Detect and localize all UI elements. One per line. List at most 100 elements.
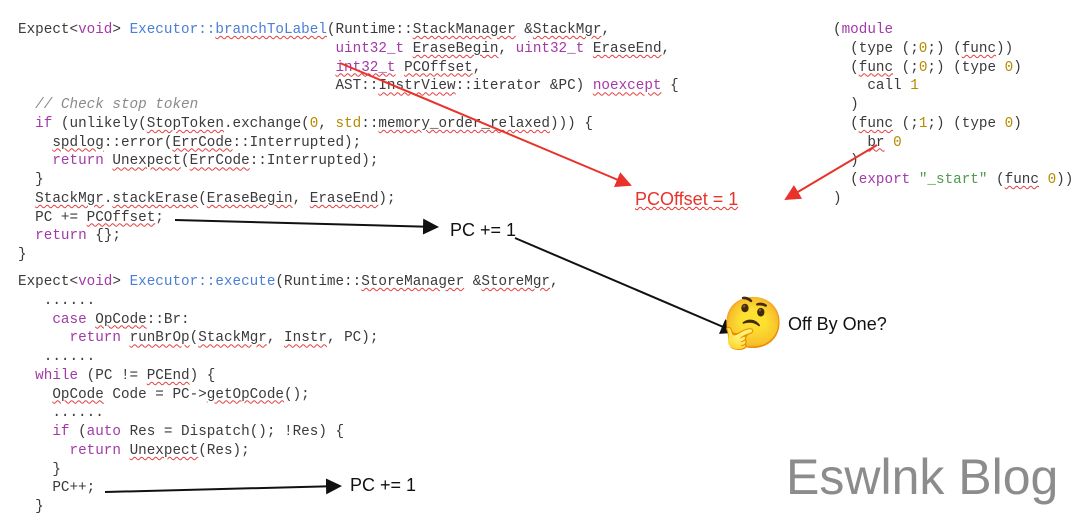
pcoffset-value-label: PCOffset = 1: [635, 189, 739, 209]
code-line: if (unlikely(StopToken.exchange(0, std::…: [18, 115, 593, 134]
code-token: ;: [155, 209, 164, 226]
code-token: while: [35, 367, 79, 384]
code-token: ::iterator &PC): [455, 78, 593, 95]
code-token: // Check stop token: [35, 97, 199, 113]
code-token: ): [833, 153, 859, 170]
code-token: 1: [910, 78, 919, 95]
code-line: // Check stop token: [18, 96, 198, 115]
code-token: noexcept: [592, 78, 662, 95]
code-token: Unexpect: [129, 442, 199, 459]
code-line: (export "_start" (func 0)): [833, 171, 1073, 190]
code-token: ): [1013, 59, 1022, 76]
code-token: ,: [318, 115, 336, 132]
code-token: return: [35, 228, 87, 245]
code-line: br 0: [833, 134, 902, 153]
code-token: func: [858, 115, 894, 132]
code-token: stackErase: [112, 190, 199, 207]
code-token: (: [833, 115, 859, 132]
code-line: (func (;1;) (type 0): [833, 115, 1022, 134]
code-token: (: [833, 59, 859, 76]
code-token: module: [841, 22, 894, 38]
code-token: (: [69, 424, 87, 440]
code-token: )): [996, 40, 1014, 57]
code-line: spdlog::error(ErrCode::Interrupted);: [18, 134, 361, 153]
black-arrow-pc-offset: [174, 218, 439, 235]
code-token: ::Br:: [146, 311, 190, 328]
code-token: ) {: [189, 367, 216, 384]
code-token: );: [378, 190, 396, 207]
code-token: ,: [661, 40, 671, 57]
code-line: while (PC != PCEnd) {: [18, 367, 215, 386]
code-line: return {};: [18, 227, 121, 246]
code-line: OpCode Code = PC->getOpCode();: [18, 386, 309, 405]
code-token: PC++;: [18, 480, 96, 497]
code-token: ,: [601, 22, 611, 38]
code-line: Expect<void> Executor::branchToLabel(Run…: [18, 21, 610, 40]
code-token: (: [181, 153, 190, 170]
code-line: }: [18, 461, 61, 480]
code-token: (Res);: [198, 442, 250, 459]
code-line: return runBrOp(StackMgr, Instr, PC);: [18, 329, 378, 348]
code-token: 0: [309, 115, 319, 132]
pc-increment-loop-label: PC += 1: [350, 475, 417, 495]
code-token: branchToLabel: [215, 22, 327, 38]
code-token: PCOffset: [86, 209, 156, 226]
code-token: EraseBegin: [412, 40, 499, 57]
code-token: "_start": [918, 172, 988, 188]
code-line: if (auto Res = Dispatch(); !Res) {: [18, 423, 344, 442]
code-token: void: [78, 22, 113, 38]
code-token: 1: [918, 115, 928, 132]
black-arrow-pc-inc: [104, 478, 342, 495]
code-token: call: [833, 78, 911, 95]
code-token: }: [18, 247, 27, 263]
code-line: return Unexpect(Res);: [18, 442, 250, 461]
red-arrow-br0: [784, 144, 878, 201]
code-token: int32_t: [335, 59, 396, 76]
code-token: >: [112, 22, 130, 38]
code-token: EraseEnd: [592, 40, 662, 57]
code-token: runBrOp: [129, 330, 190, 347]
code-token: ;) (type: [927, 59, 1005, 76]
code-line: PC += PCOffset;: [18, 209, 164, 228]
code-token: StackManager: [412, 22, 516, 38]
code-line: uint32_t EraseBegin, uint32_t EraseEnd,: [18, 40, 670, 59]
code-token: 0: [893, 134, 902, 151]
code-token: memory_order_relaxed: [378, 115, 551, 132]
code-token: (: [987, 172, 1005, 188]
code-line: StackMgr.stackErase(EraseBegin, EraseEnd…: [18, 190, 396, 209]
code-token: void: [78, 274, 113, 290]
code-token: ::: [361, 115, 379, 132]
code-token: (;: [893, 59, 919, 76]
code-line: ......: [18, 348, 95, 367]
code-line: ): [833, 190, 842, 209]
code-token: std: [335, 115, 362, 132]
code-token: func: [858, 59, 894, 76]
code-line: int32_t PCOffset,: [18, 59, 481, 78]
code-token: ): [833, 190, 842, 207]
code-token: ErrCode: [172, 134, 233, 151]
code-token: OpCode: [52, 386, 104, 403]
code-token: AST::: [18, 78, 379, 95]
code-token: return: [69, 442, 121, 459]
code-line: }: [18, 171, 44, 190]
code-token: }: [18, 461, 61, 478]
code-token: export: [858, 172, 911, 188]
code-token: ,: [292, 190, 310, 207]
code-token: ;) (type: [927, 115, 1005, 132]
code-token: Executor::execute: [129, 274, 276, 290]
code-token: ,: [498, 40, 516, 57]
off-by-one-label: Off By One?: [788, 314, 887, 334]
code-token: case: [52, 311, 87, 328]
code-token: }: [18, 499, 44, 515]
code-token: if: [35, 115, 53, 132]
code-line: ): [833, 152, 859, 171]
code-token: Executor::: [129, 22, 216, 38]
code-token: (Runtime::: [326, 22, 413, 38]
code-token: 0: [1004, 115, 1014, 132]
code-line: (type (;0;) (func)): [833, 40, 1013, 59]
code-token: Res = Dispatch(); !Res) {: [121, 424, 345, 440]
code-token: uint32_t: [515, 40, 585, 57]
code-token: spdlog: [52, 134, 104, 151]
code-token: ::Interrupted);: [249, 153, 379, 170]
code-token: uint32_t: [335, 40, 405, 57]
